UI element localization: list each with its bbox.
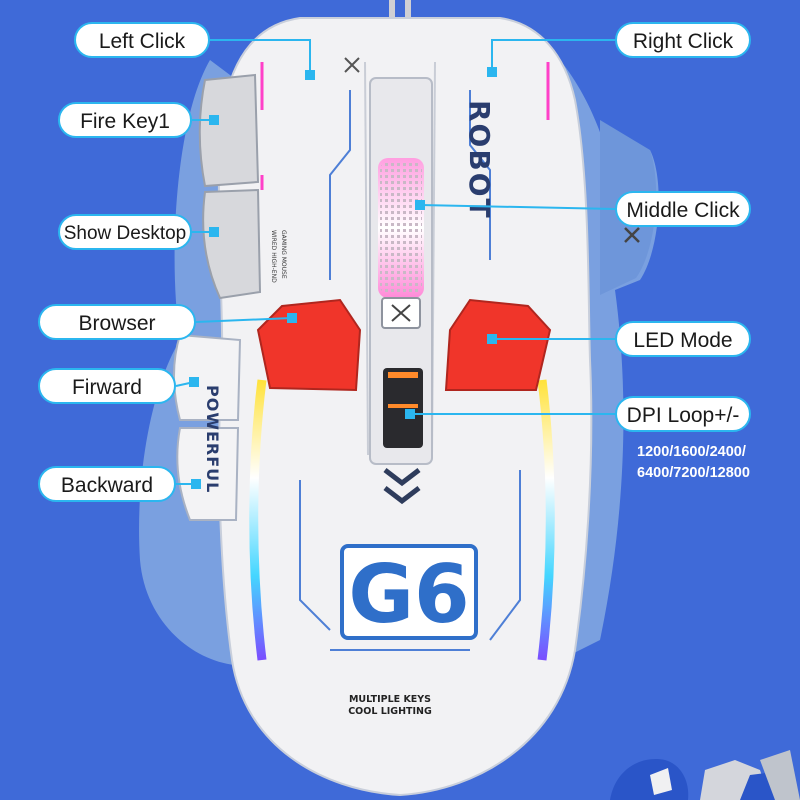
fire-key-button (198, 73, 260, 188)
tagline-1: MULTIPLE KEYS (349, 694, 431, 705)
model-logo: G6 (348, 548, 469, 641)
left-click-label: Left Click (98, 30, 186, 53)
show-desktop-callout: Show Desktop (58, 214, 192, 250)
firward-callout: Firward (38, 368, 176, 404)
show-desktop-label: Show Desktop (63, 223, 187, 244)
wheel-x-mark (391, 304, 411, 322)
right-rgb-strip (537, 379, 555, 661)
dpi-led-lower (388, 404, 418, 408)
left-button-edge (364, 61, 369, 456)
led-mode-red-key (444, 298, 552, 391)
right-click-callout: Right Click (615, 22, 751, 58)
fire-key1-label: Fire Key1 (80, 110, 170, 133)
left-rgb-strip (249, 379, 267, 661)
circuit-lines (299, 90, 521, 651)
led-mode-label: LED Mode (633, 329, 733, 352)
browser-label: Browser (78, 312, 156, 335)
middle-click-callout: Middle Click (615, 191, 751, 227)
brand-vertical-text: ROBOT (463, 100, 496, 220)
backward-label: Backward (60, 474, 154, 497)
robot-figure (610, 750, 800, 800)
dpi-values-line-1: 1200/1600/2400/ (637, 444, 746, 460)
dpi-loop-label: DPI Loop+/- (626, 404, 740, 427)
right-click-label: Right Click (632, 30, 734, 53)
dpi-values-text: 1200/1600/2400/ 6400/7200/12800 (637, 442, 797, 484)
browser-red-key (256, 298, 362, 392)
tagline-2: COOL LIGHTING (348, 706, 432, 717)
backward-side-button (176, 427, 240, 521)
side-vertical-text: POWERFUL (203, 385, 222, 493)
browser-callout: Browser (38, 304, 196, 340)
callout-anchor-dots (189, 67, 497, 489)
middle-click-label: Middle Click (626, 199, 740, 222)
left-x-mark (344, 57, 360, 73)
show-desktop-button (202, 188, 262, 300)
left-click-callout: Left Click (74, 22, 210, 58)
small-print-2: GAMING MOUSE (280, 230, 287, 279)
dpi-values-line-2: 6400/7200/12800 (637, 465, 750, 481)
backward-callout: Backward (38, 466, 176, 502)
dpi-loop-callout: DPI Loop+/- (615, 396, 751, 432)
led-mode-callout: LED Mode (615, 321, 751, 357)
scroll-wheel-knurl (380, 162, 422, 294)
small-print-1: WIRED HIGH-END (270, 230, 277, 283)
dpi-led (388, 372, 418, 378)
fire-key1-callout: Fire Key1 (58, 102, 192, 138)
model-logo-frame (340, 544, 478, 640)
right-x-mark (624, 227, 640, 243)
firward-label: Firward (71, 376, 142, 399)
chevron-marks (383, 468, 421, 505)
